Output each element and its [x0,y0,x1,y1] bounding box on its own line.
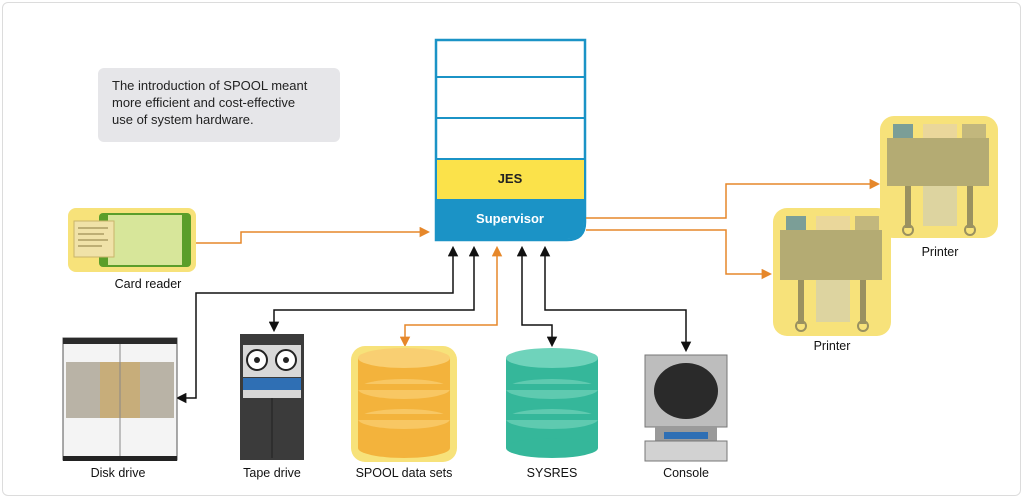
note-line: more efficient and cost-effective [112,95,296,110]
arrow-card-reader-to-stack [196,226,431,244]
printer-icon [880,116,998,238]
printer-icon [773,208,891,336]
console-icon [644,354,728,462]
spool-data-sets-label: SPOOL data sets [355,466,453,480]
supervisor-segment [437,199,584,239]
tape-drive-icon [240,334,304,460]
arrow-stack-console [539,245,692,353]
arrow-stack-to-printer-top [586,178,881,219]
black-arrows [175,245,692,404]
note-line: The introduction of SPOOL meant [112,78,308,93]
printer-bottom-label: Printer [813,339,851,353]
arrow-spool-to-stack [399,245,503,348]
card-reader-label: Card reader [114,277,182,291]
printer-top-label: Printer [921,245,959,259]
sysres-label: SYSRES [526,466,578,480]
arrow-stack-to-printer-bottom [586,229,773,280]
jes-label: JES [497,171,523,186]
disk-drive-icon [62,337,178,461]
memory-stack [434,38,587,242]
arrow-stack-sysres [516,245,558,348]
supervisor-label: Supervisor [476,211,544,226]
jes-segment [437,159,584,199]
sysres-icon [506,348,598,458]
console-label: Console [663,466,709,480]
card-reader-icon [68,208,196,272]
spool-data-sets-icon [351,346,457,462]
disk-drive-label: Disk drive [90,466,146,480]
tape-drive-label: Tape drive [243,466,301,480]
info-note: The introduction of SPOOL meant more eff… [98,68,340,142]
arrow-stack-tape [268,245,480,333]
note-line: use of system hardware. [112,112,254,127]
